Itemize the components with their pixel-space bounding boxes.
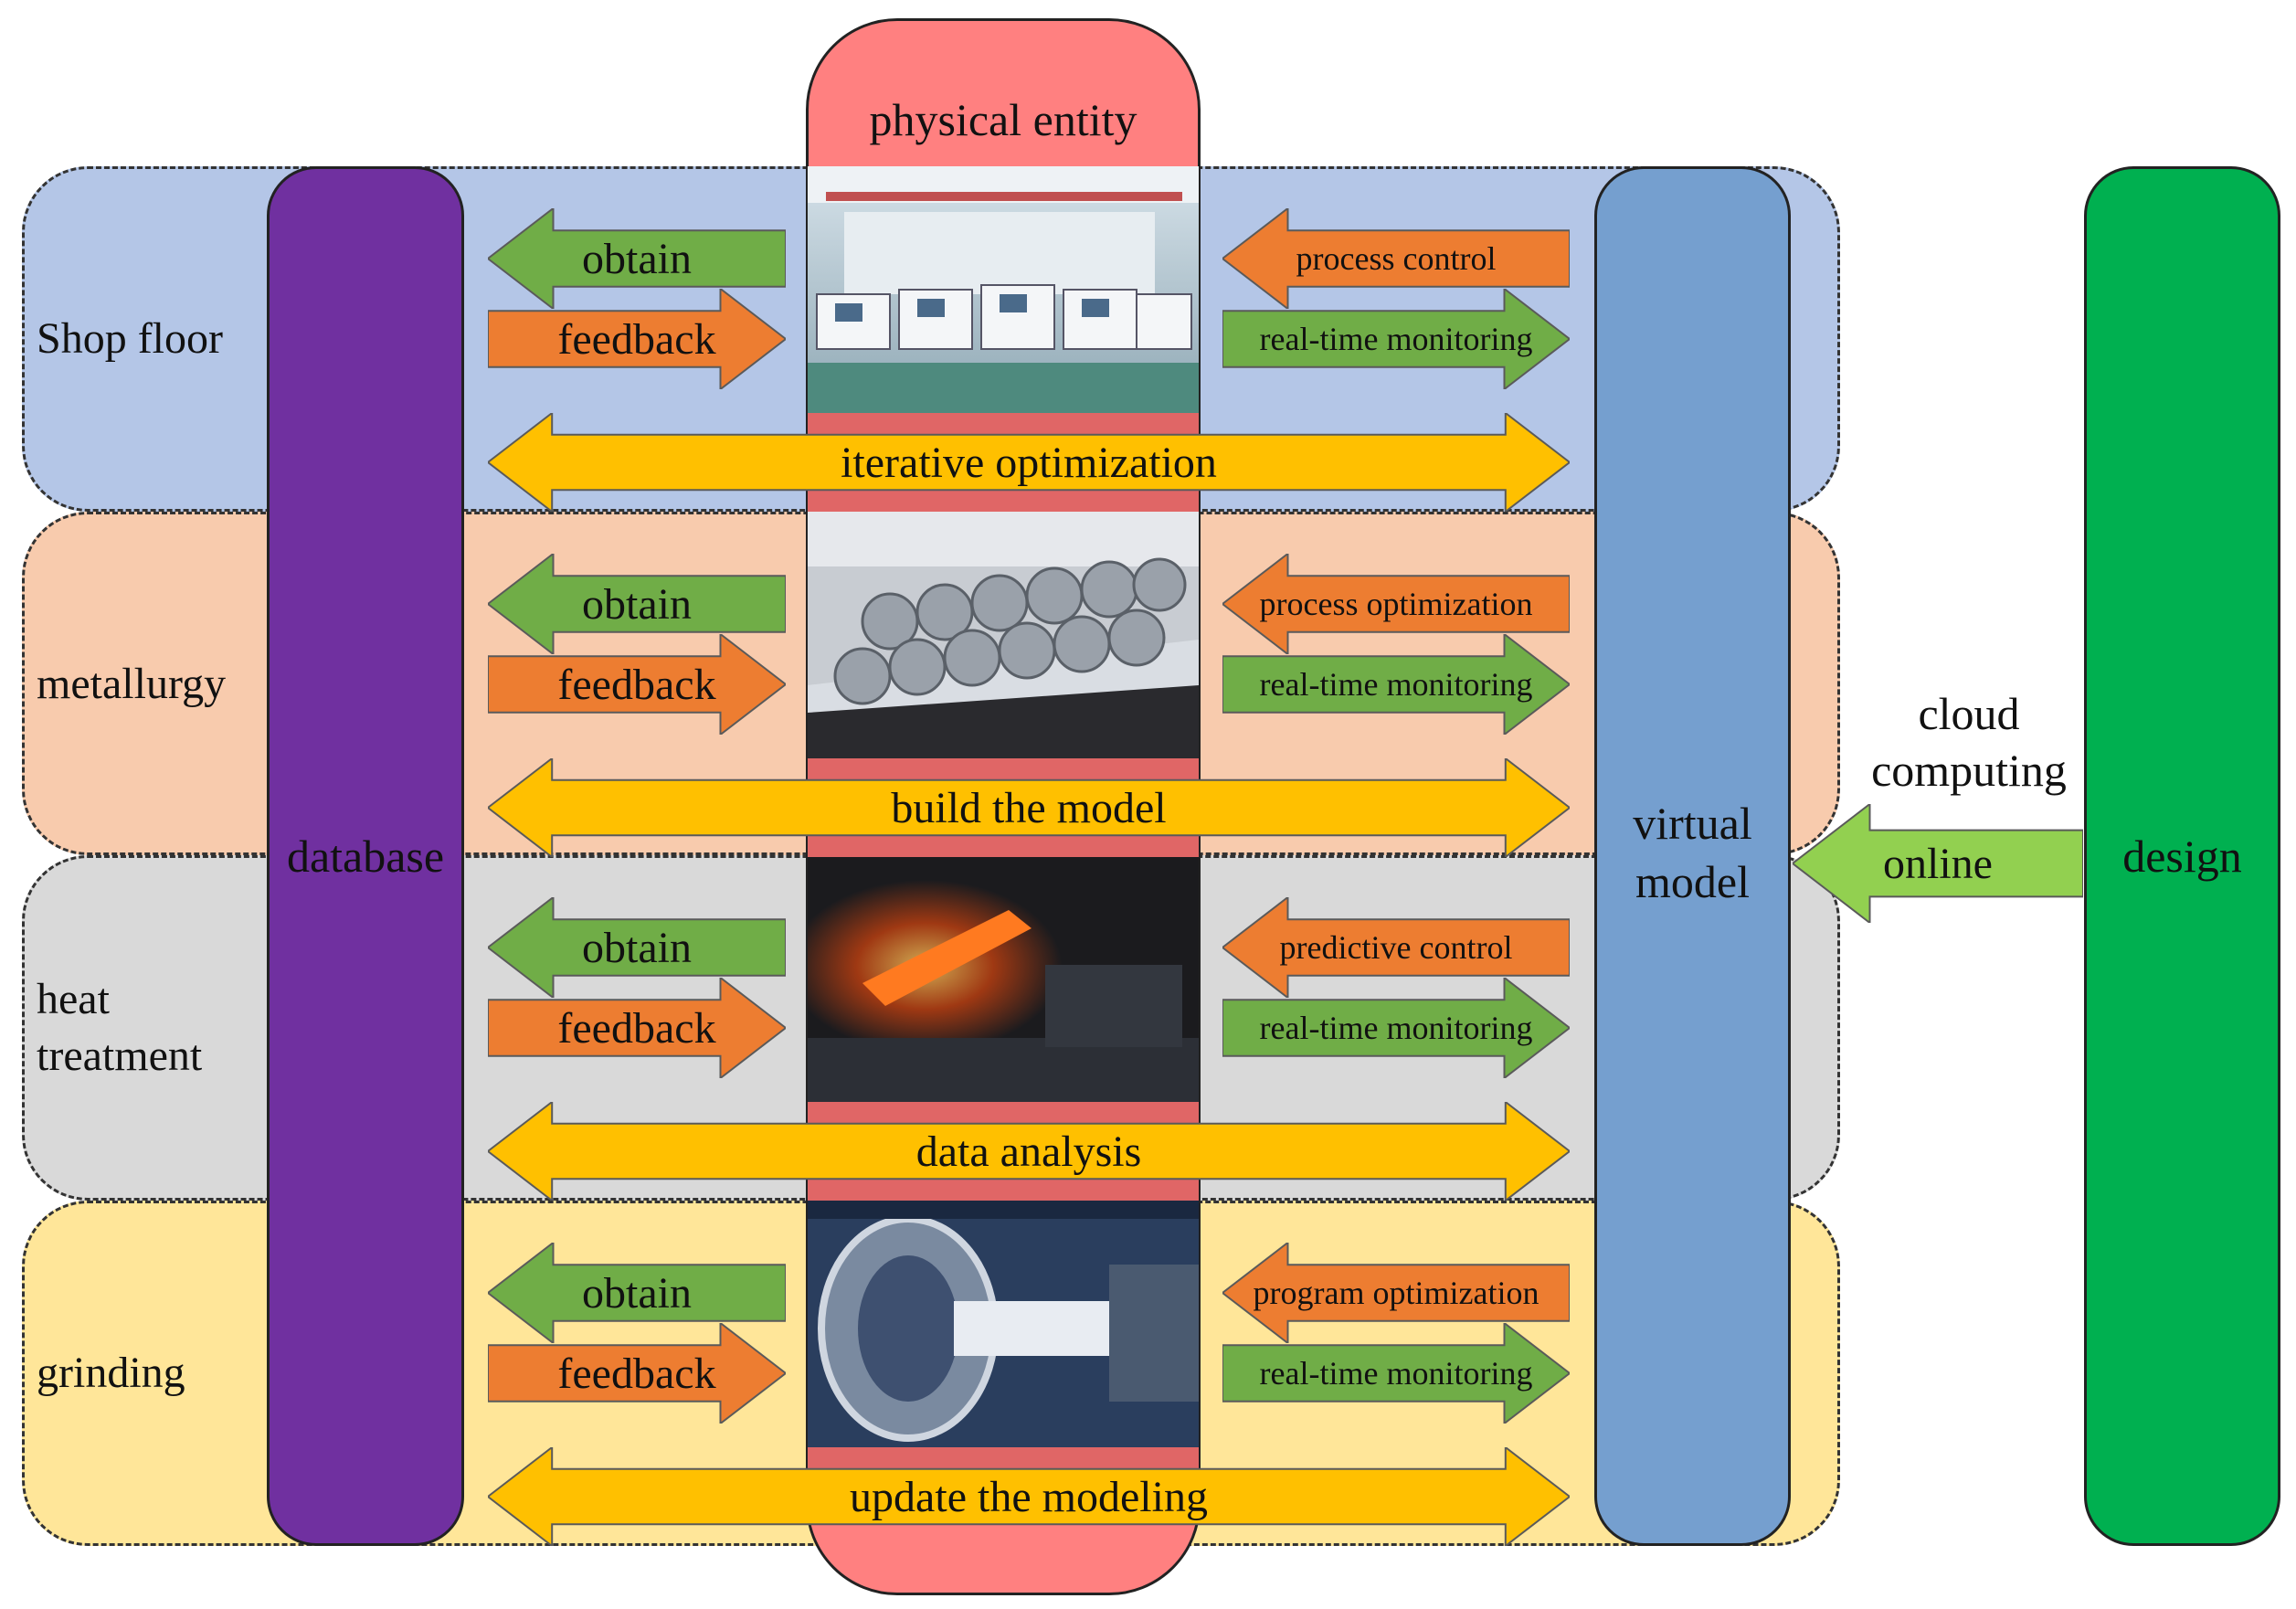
metallurgy-feedback-arrow: feedback	[488, 634, 786, 735]
grinding-bottom-arrow: update the modeling	[488, 1447, 1570, 1546]
metallurgy-control-arrow: process optimization	[1222, 554, 1570, 654]
online-arrow-label: online	[1883, 839, 1993, 888]
virtual-model-column	[1594, 166, 1791, 1546]
metallurgy-label-line1: metallurgy	[37, 660, 227, 708]
online-arrow: online	[1793, 804, 2083, 923]
heat-treatment-control-arrow-label: predictive control	[1279, 929, 1513, 966]
metallurgy-obtain-arrow-label: obtain	[582, 579, 692, 629]
grinding-obtain-arrow-label: obtain	[582, 1268, 692, 1318]
grinding-obtain-arrow: obtain	[488, 1243, 786, 1343]
virtual-model-label-line1: virtual	[1633, 798, 1752, 849]
heat-treatment-bottom-arrow: data analysis	[488, 1102, 1570, 1201]
heat-treatment-monitor-arrow-label: real-time monitoring	[1259, 1010, 1533, 1046]
shop-floor-control-arrow-label: process control	[1296, 240, 1497, 277]
heat-treatment-bottom-arrow-label: data analysis	[915, 1127, 1142, 1176]
shop-floor-control-arrow: process control	[1222, 208, 1570, 309]
cloud-label-line2: computing	[1871, 745, 2067, 796]
grinding-photo	[808, 1201, 1199, 1447]
heat-treatment-obtain-arrow-label: obtain	[582, 923, 692, 972]
cloud-label-line1: cloud	[1918, 688, 2020, 739]
metallurgy-feedback-arrow-label: feedback	[557, 660, 716, 709]
metallurgy-monitor-arrow: real-time monitoring	[1222, 634, 1570, 735]
shop-floor-photo	[808, 166, 1199, 413]
grinding-control-arrow: program optimization	[1222, 1243, 1570, 1343]
shop-floor-bottom-arrow: iterative optimization	[488, 413, 1570, 512]
grinding-feedback-arrow: feedback	[488, 1323, 786, 1424]
design-column	[2084, 166, 2280, 1546]
grinding-bottom-arrow-label: update the modeling	[850, 1472, 1208, 1521]
heat-treatment-control-arrow: predictive control	[1222, 897, 1570, 998]
shop-floor-monitor-arrow-label: real-time monitoring	[1259, 321, 1533, 357]
metallurgy-monitor-arrow-label: real-time monitoring	[1259, 666, 1533, 703]
grinding-label-line1: grinding	[37, 1349, 185, 1397]
metallurgy-bottom-arrow-label: build the model	[891, 783, 1167, 832]
metallurgy-bottom-arrow: build the model	[488, 758, 1570, 857]
metallurgy-obtain-arrow: obtain	[488, 554, 786, 654]
grinding-control-arrow-label: program optimization	[1253, 1275, 1539, 1311]
metallurgy-photo	[808, 512, 1199, 758]
database-column	[267, 166, 464, 1546]
grinding-monitor-arrow: real-time monitoring	[1222, 1323, 1570, 1424]
shop-floor-obtain-arrow-label: obtain	[582, 234, 692, 283]
heat-treatment-monitor-arrow: real-time monitoring	[1222, 978, 1570, 1078]
grinding-feedback-arrow-label: feedback	[557, 1349, 716, 1398]
heat-treatment-feedback-arrow: feedback	[488, 978, 786, 1078]
grinding-monitor-arrow-label: real-time monitoring	[1259, 1355, 1533, 1392]
shop-floor-label-line1: Shop floor	[37, 314, 223, 363]
shop-floor-bottom-arrow-label: iterative optimization	[841, 438, 1217, 487]
shop-floor-feedback-arrow: feedback	[488, 289, 786, 389]
heat-treatment-label-line1: heat	[37, 975, 110, 1023]
physical-entity-label: physical entity	[869, 94, 1137, 145]
virtual-model-label-line2: model	[1635, 856, 1750, 907]
shop-floor-monitor-arrow: real-time monitoring	[1222, 289, 1570, 389]
shop-floor-feedback-arrow-label: feedback	[557, 314, 716, 364]
heat-treatment-feedback-arrow-label: feedback	[557, 1003, 716, 1053]
heat-treatment-label-line2: treatment	[37, 1032, 203, 1080]
design-label: design	[2122, 831, 2242, 882]
heat-treatment-photo	[808, 855, 1199, 1102]
metallurgy-control-arrow-label: process optimization	[1259, 586, 1533, 622]
database-label: database	[286, 831, 445, 882]
shop-floor-obtain-arrow: obtain	[488, 208, 786, 309]
heat-treatment-obtain-arrow: obtain	[488, 897, 786, 998]
